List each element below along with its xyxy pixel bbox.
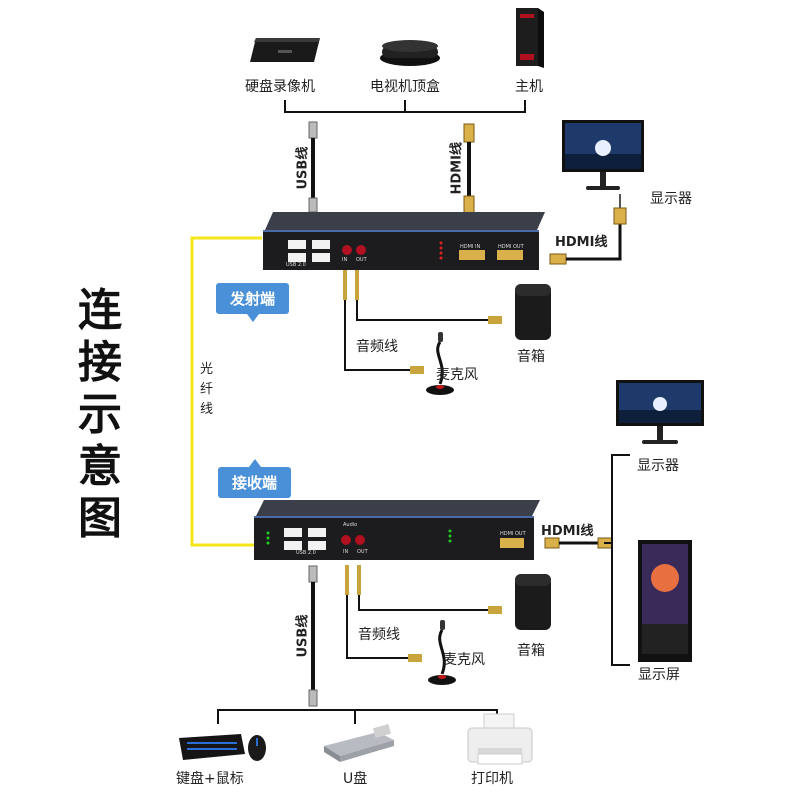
- tx-hdmi-out-cable-label: HDMI线: [555, 235, 608, 250]
- rx-audio-cable-label: 音频线: [358, 627, 400, 643]
- set-top-box-label: 电视机顶盒: [370, 79, 440, 95]
- usb-drive-label: U盘: [343, 771, 368, 787]
- rx-hdmi-cable-label: HDMI线: [541, 524, 594, 539]
- keyboard-mouse-label: 键盘+鼠标: [176, 771, 244, 787]
- set-top-box-image: [380, 40, 440, 66]
- rx-monitor-label: 显示器: [637, 458, 679, 474]
- transmitter-box: [263, 212, 545, 270]
- rx-mic-label: 麦克风: [443, 652, 485, 668]
- rx-usb-cable-label: USB线: [295, 614, 311, 658]
- rx-port-audio-title: Audio: [343, 522, 358, 528]
- tx-mic-image: [426, 332, 454, 395]
- tx-mic-label: 麦克风: [436, 367, 478, 383]
- tx-port-hdmi-in: HDMI IN: [460, 244, 481, 250]
- dvr-image: [250, 38, 320, 62]
- usb-drive-image: [324, 724, 394, 762]
- fiber-cable-label: 光纤线: [200, 362, 214, 417]
- diagram-title: 连接示意图: [78, 285, 122, 544]
- receiver-box: [254, 500, 540, 560]
- tx-usb-cable-label: USB线: [295, 146, 311, 190]
- tx-port-hdmi-out: HDMI OUT: [498, 244, 524, 250]
- rx-speaker-image: [515, 574, 551, 630]
- pc-host-label: 主机: [515, 79, 543, 95]
- rx-monitor-image: [616, 380, 704, 444]
- tx-speaker-label: 音箱: [517, 349, 545, 365]
- rx-port-audio-in: IN: [343, 549, 349, 555]
- transmitter-tag: 发射端: [216, 283, 290, 322]
- dvr-label: 硬盘录像机: [245, 79, 315, 95]
- tx-hdmi-in-cable-label: HDMI线: [449, 142, 465, 195]
- printer-label: 打印机: [471, 771, 513, 787]
- rx-port-audio-out: OUT: [357, 549, 368, 555]
- tx-audio-cable-label: 音频线: [356, 339, 398, 355]
- tx-port-audio-out: OUT: [356, 257, 367, 263]
- rx-display-screen-label: 显示屏: [638, 667, 680, 683]
- tx-monitor-image: [562, 120, 644, 190]
- tx-port-audio-in: IN: [342, 257, 348, 263]
- rx-port-hdmi-out: HDMI OUT: [500, 531, 526, 537]
- rx-mic-image: [428, 620, 456, 685]
- rx-port-usb: USB 2.0: [296, 550, 316, 556]
- printer-image: [467, 713, 533, 765]
- rx-display-screen-image: [638, 540, 692, 662]
- tx-monitor-label: 显示器: [650, 191, 692, 207]
- tx-speaker-image: [515, 284, 551, 340]
- rx-speaker-label: 音箱: [517, 643, 545, 659]
- tx-port-usb: USB 2.0: [286, 262, 306, 268]
- receiver-tag: 接收端: [218, 459, 292, 498]
- keyboard-mouse-image: [179, 734, 266, 761]
- pc-host-image: [516, 8, 544, 68]
